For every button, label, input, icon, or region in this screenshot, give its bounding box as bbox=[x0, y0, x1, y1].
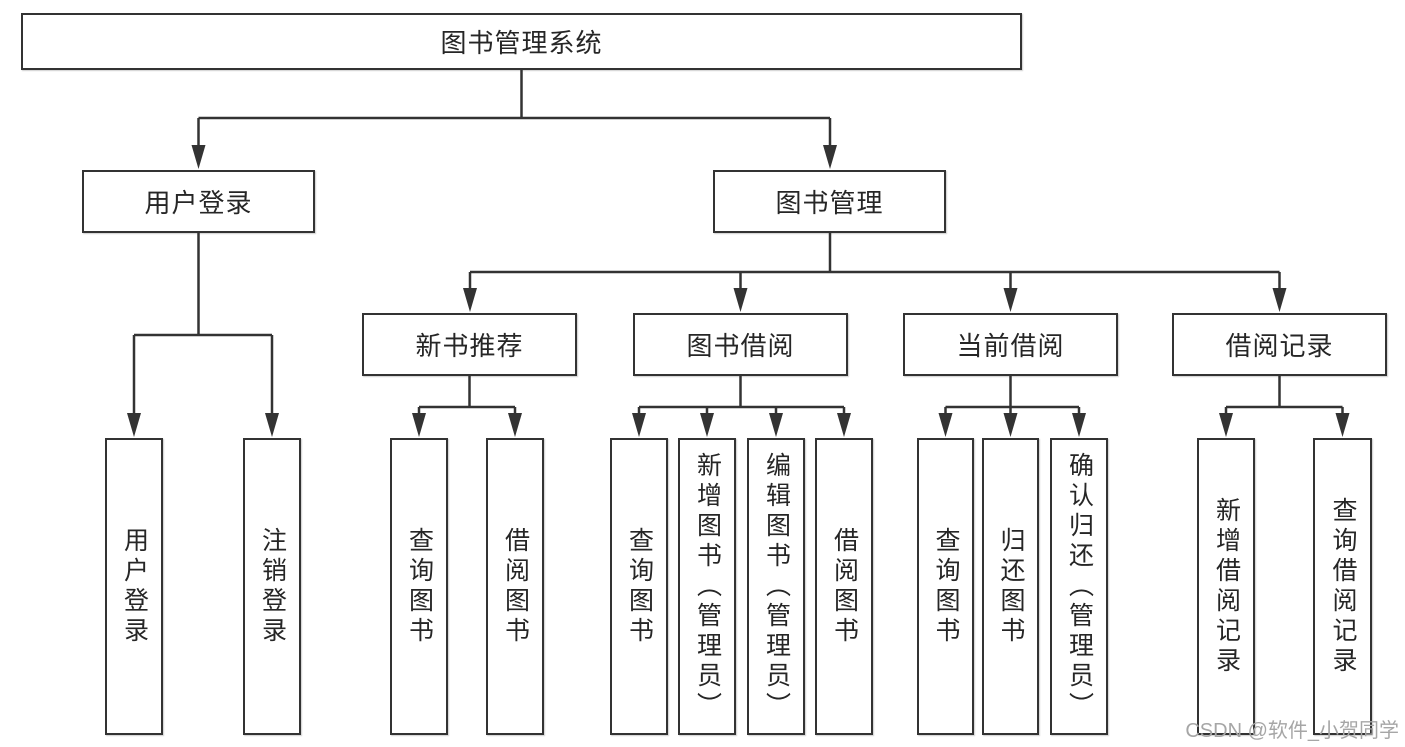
leaf-add-books-admin-label: 新增图书（管理员） bbox=[693, 451, 722, 722]
node-current-borrow-label: 当前借阅 bbox=[956, 331, 1065, 361]
node-book-management-label: 图书管理 bbox=[775, 188, 884, 218]
leaf-confirm-return-admin-label: 确认归还（管理员） bbox=[1065, 451, 1094, 722]
leaf-user-login: 用户登录 bbox=[105, 438, 163, 735]
node-book-borrow-label: 图书借阅 bbox=[686, 331, 795, 361]
node-borrow-record-label: 借阅记录 bbox=[1225, 331, 1334, 361]
leaf-logout: 注销登录 bbox=[243, 438, 301, 735]
leaf-borrow-books-recommend: 借阅图书 bbox=[486, 438, 544, 735]
node-book-management: 图书管理 bbox=[713, 170, 946, 233]
leaf-query-books-current-label: 查询图书 bbox=[932, 526, 960, 647]
csdn-watermark: CSDN @软件_小贺同学 bbox=[1185, 720, 1399, 742]
leaf-borrow-books-label: 借阅图书 bbox=[830, 526, 859, 647]
leaf-borrow-books: 借阅图书 bbox=[815, 438, 873, 735]
node-root-label: 图书管理系统 bbox=[440, 28, 603, 58]
leaf-logout-label: 注销登录 bbox=[258, 526, 287, 647]
node-current-borrow: 当前借阅 bbox=[903, 313, 1118, 376]
leaf-query-books-borrow: 查询图书 bbox=[610, 438, 668, 735]
leaf-edit-books-admin: 编辑图书（管理员） bbox=[747, 438, 805, 735]
leaf-return-books-label: 归还图书 bbox=[997, 526, 1025, 647]
leaf-add-borrow-record-label: 新增借阅记录 bbox=[1212, 496, 1241, 677]
node-user-login-label: 用户登录 bbox=[144, 188, 253, 218]
leaf-query-books-borrow-label: 查询图书 bbox=[625, 526, 654, 647]
node-root: 图书管理系统 bbox=[21, 13, 1022, 70]
leaf-user-login-label: 用户登录 bbox=[120, 526, 149, 647]
leaf-query-books-current: 查询图书 bbox=[917, 438, 974, 735]
arrowheads bbox=[127, 145, 1350, 437]
leaf-add-borrow-record: 新增借阅记录 bbox=[1197, 438, 1255, 735]
leaf-query-books-recommend-label: 查询图书 bbox=[405, 526, 434, 647]
leaf-query-borrow-record-label: 查询借阅记录 bbox=[1329, 496, 1357, 677]
leaf-borrow-books-recommend-label: 借阅图书 bbox=[501, 526, 530, 647]
node-borrow-record: 借阅记录 bbox=[1172, 313, 1387, 376]
node-book-borrow: 图书借阅 bbox=[633, 313, 848, 376]
node-new-book-recommend-label: 新书推荐 bbox=[415, 331, 524, 361]
node-user-login: 用户登录 bbox=[82, 170, 315, 233]
node-new-book-recommend: 新书推荐 bbox=[362, 313, 577, 376]
leaf-query-books-recommend: 查询图书 bbox=[390, 438, 448, 735]
leaf-edit-books-admin-label: 编辑图书（管理员） bbox=[762, 451, 791, 722]
leaf-query-borrow-record: 查询借阅记录 bbox=[1313, 438, 1372, 735]
leaf-add-books-admin: 新增图书（管理员） bbox=[678, 438, 736, 735]
leaf-confirm-return-admin: 确认归还（管理员） bbox=[1050, 438, 1108, 735]
leaf-return-books: 归还图书 bbox=[982, 438, 1039, 735]
